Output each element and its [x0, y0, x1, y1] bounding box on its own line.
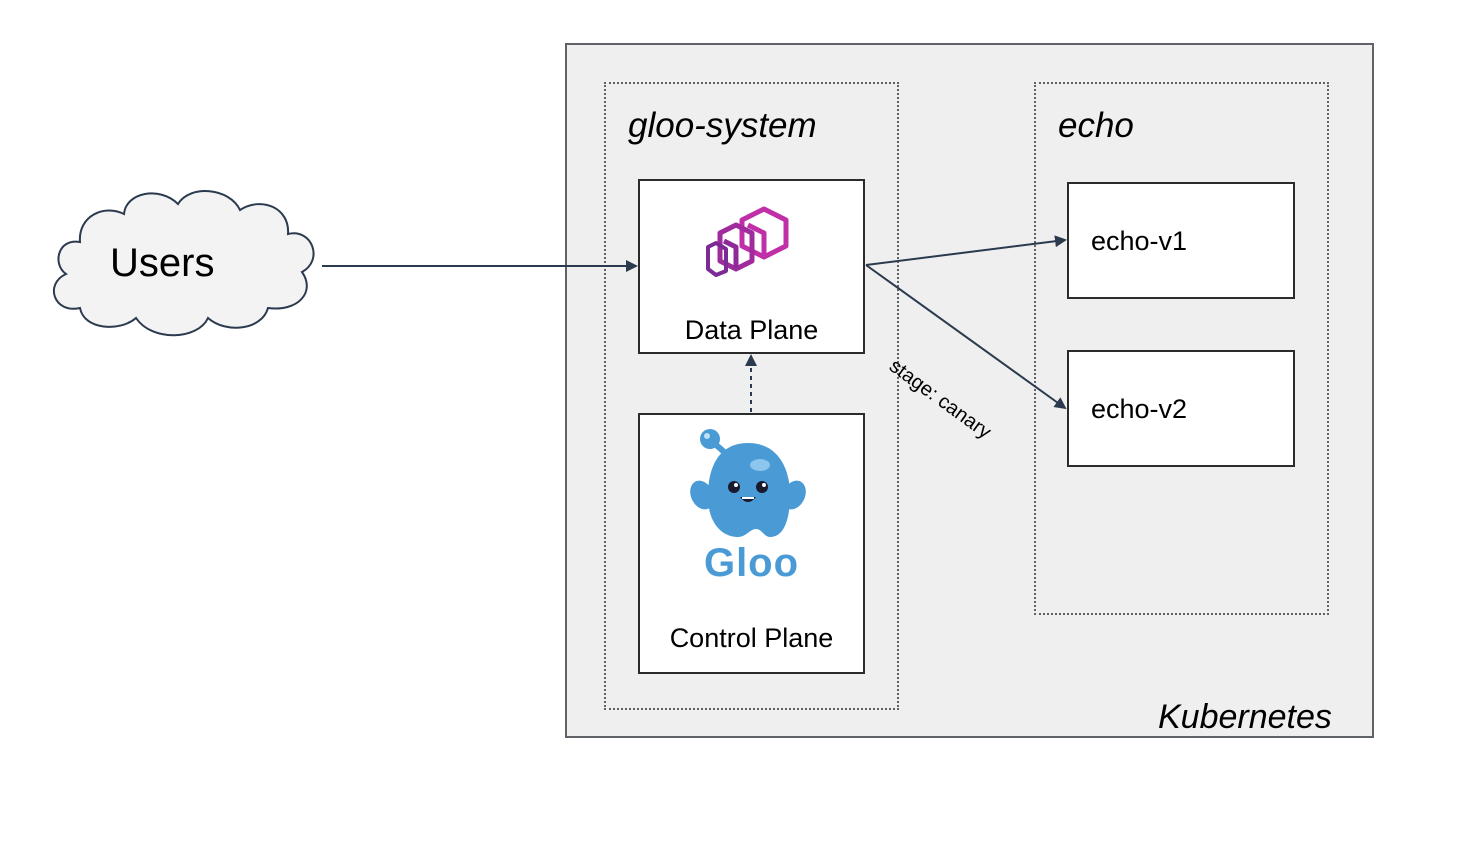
data-plane-to-echo-v1-arrow [865, 235, 1067, 266]
control-plane-label: Control Plane [669, 623, 834, 653]
control-plane-box: Gloo Control Plane [638, 413, 865, 674]
users-cloud [52, 190, 315, 337]
echo-v2-label: echo-v2 [1091, 394, 1188, 424]
envoy-logo-icon [706, 206, 789, 277]
data-plane-box: Data Plane [638, 179, 865, 354]
data-plane-to-echo-v2-arrow [865, 264, 1067, 410]
gloo-logo-text: Gloo [703, 541, 800, 585]
kubernetes-label: Kubernetes [1158, 698, 1332, 736]
echo-namespace [1034, 82, 1329, 615]
users-label: Users [110, 241, 215, 285]
echo-v1-box: echo-v1 [1067, 182, 1295, 299]
echo-v2-box: echo-v2 [1067, 350, 1295, 467]
gloo-mascot-icon [690, 429, 806, 537]
echo-v1-label: echo-v1 [1091, 226, 1188, 256]
gloo-system-namespace [604, 82, 899, 710]
data-plane-label: Data Plane [684, 315, 819, 345]
echo-namespace-label: echo [1058, 106, 1134, 145]
gloo-system-label: gloo-system [628, 106, 817, 145]
